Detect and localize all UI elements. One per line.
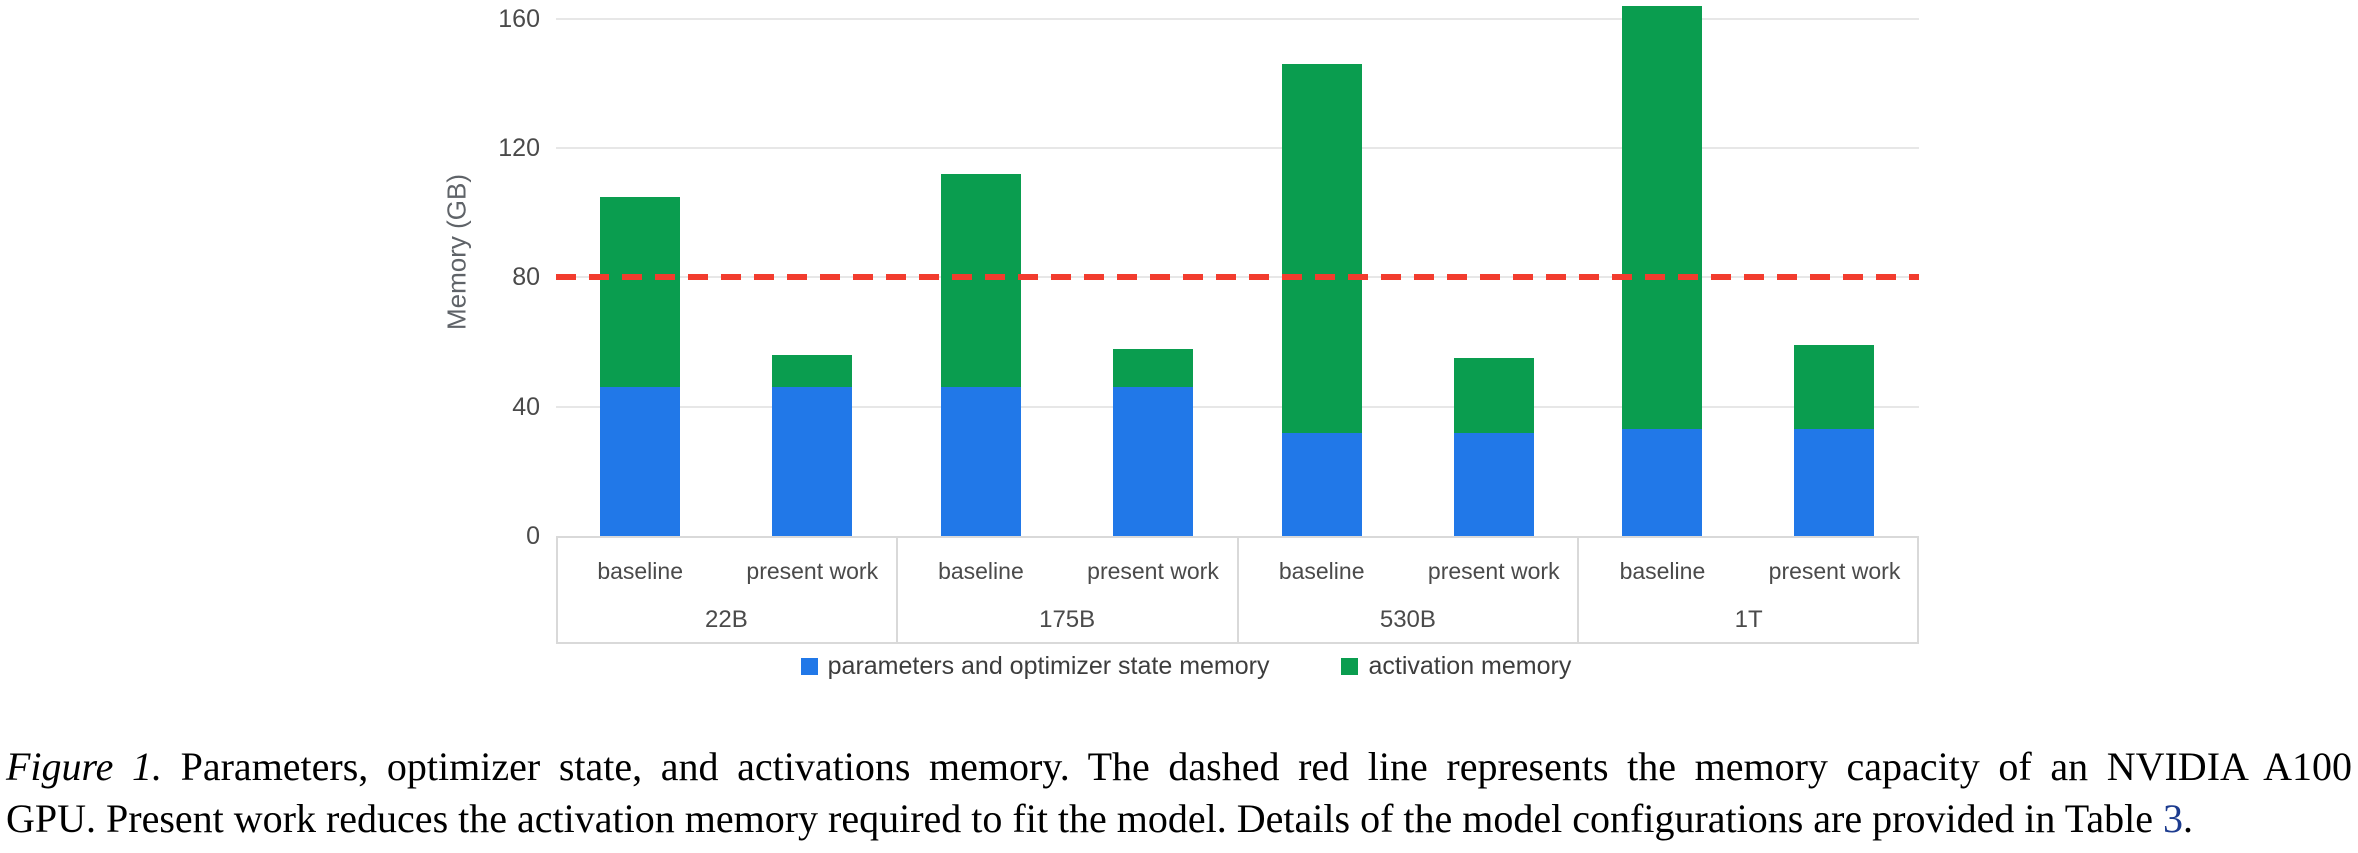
y-tick-label-0: 0 (526, 522, 540, 550)
caption-period: . (2182, 796, 2193, 841)
legend-item-activation: activation memory (1341, 652, 1571, 681)
gridline-120 (556, 147, 1919, 150)
bar-label-175B-present-work: present work (1087, 558, 1219, 584)
gpu-capacity-reference-line (556, 274, 1919, 281)
bar-1T-baseline-activation_memory (1622, 5, 1703, 430)
bar-1T-baseline-parameters_and_optimizer_state_memory (1622, 429, 1703, 536)
y-axis-title: Memory (GB) (441, 174, 472, 330)
group-separator-1 (895, 536, 898, 644)
y-tick-label-120: 120 (498, 134, 540, 163)
legend-label-activation: activation memory (1368, 651, 1572, 680)
figure-caption: Figure 1. Parameters, optimizer state, a… (6, 741, 2352, 845)
gridline-40 (556, 405, 1919, 408)
bar-label-530B-baseline: baseline (1278, 558, 1365, 584)
figure-label: Figure 1. (6, 744, 162, 789)
bar-1T-present-work-parameters_and_optimizer_state_memory (1794, 429, 1875, 536)
bar-530B-baseline-parameters_and_optimizer_state_memory (1281, 432, 1362, 536)
bar-label-530B-present-work: present work (1427, 558, 1560, 584)
caption-line1-text: Parameters, optimizer state, and activat… (162, 744, 2352, 789)
bar-22B-present-work-activation_memory (772, 354, 853, 388)
group-label-1T: 1T (1734, 606, 1763, 633)
bar-175B-present-work-parameters_and_optimizer_state_memory (1112, 387, 1193, 536)
bar-1T-present-work-activation_memory (1794, 345, 1875, 430)
bar-175B-present-work-activation_memory (1112, 348, 1193, 388)
bar-label-1T-present-work: present work (1768, 558, 1901, 584)
legend-swatch-parameters-icon (800, 657, 818, 675)
group-label-530B: 530B (1379, 606, 1436, 633)
bar-label-1T-baseline: baseline (1619, 558, 1706, 584)
bar-22B-baseline-parameters_and_optimizer_state_memory (600, 387, 681, 536)
caption-line2-text: GPU. Present work reduces the activation… (6, 796, 2163, 841)
legend-label-parameters: parameters and optimizer state memory (827, 651, 1270, 680)
legend-swatch-activation-icon (1341, 657, 1359, 675)
group-label-22B: 22B (705, 606, 748, 633)
group-separator-2 (1236, 536, 1239, 644)
bar-22B-baseline-activation_memory (600, 196, 681, 388)
bar-530B-present-work-activation_memory (1453, 358, 1534, 433)
bar-175B-baseline-activation_memory (940, 173, 1021, 388)
legend-item-parameters: parameters and optimizer state memory (800, 651, 1270, 681)
bar-label-22B-baseline: baseline (597, 558, 683, 584)
caption-line-1: Figure 1. Parameters, optimizer state, a… (6, 741, 2352, 793)
gridline-160 (556, 17, 1919, 20)
table-3-link[interactable]: 3 (2162, 796, 2183, 841)
bar-175B-baseline-parameters_and_optimizer_state_memory (940, 387, 1021, 536)
group-label-175B: 175B (1039, 606, 1096, 633)
y-tick-label-40: 40 (512, 392, 540, 421)
caption-line-2: GPU. Present work reduces the activation… (6, 793, 2352, 845)
y-tick-label-160: 160 (498, 4, 540, 33)
chart-legend: parameters and optimizer state memory ac… (556, 648, 1816, 684)
bar-label-22B-present-work: present work (746, 558, 879, 584)
bar-label-175B-baseline: baseline (938, 558, 1024, 584)
bar-530B-present-work-parameters_and_optimizer_state_memory (1453, 432, 1534, 536)
y-tick-label-80: 80 (512, 263, 540, 292)
bar-530B-baseline-activation_memory (1281, 64, 1362, 433)
group-separator-3 (1577, 536, 1580, 644)
bar-22B-present-work-parameters_and_optimizer_state_memory (772, 387, 853, 536)
